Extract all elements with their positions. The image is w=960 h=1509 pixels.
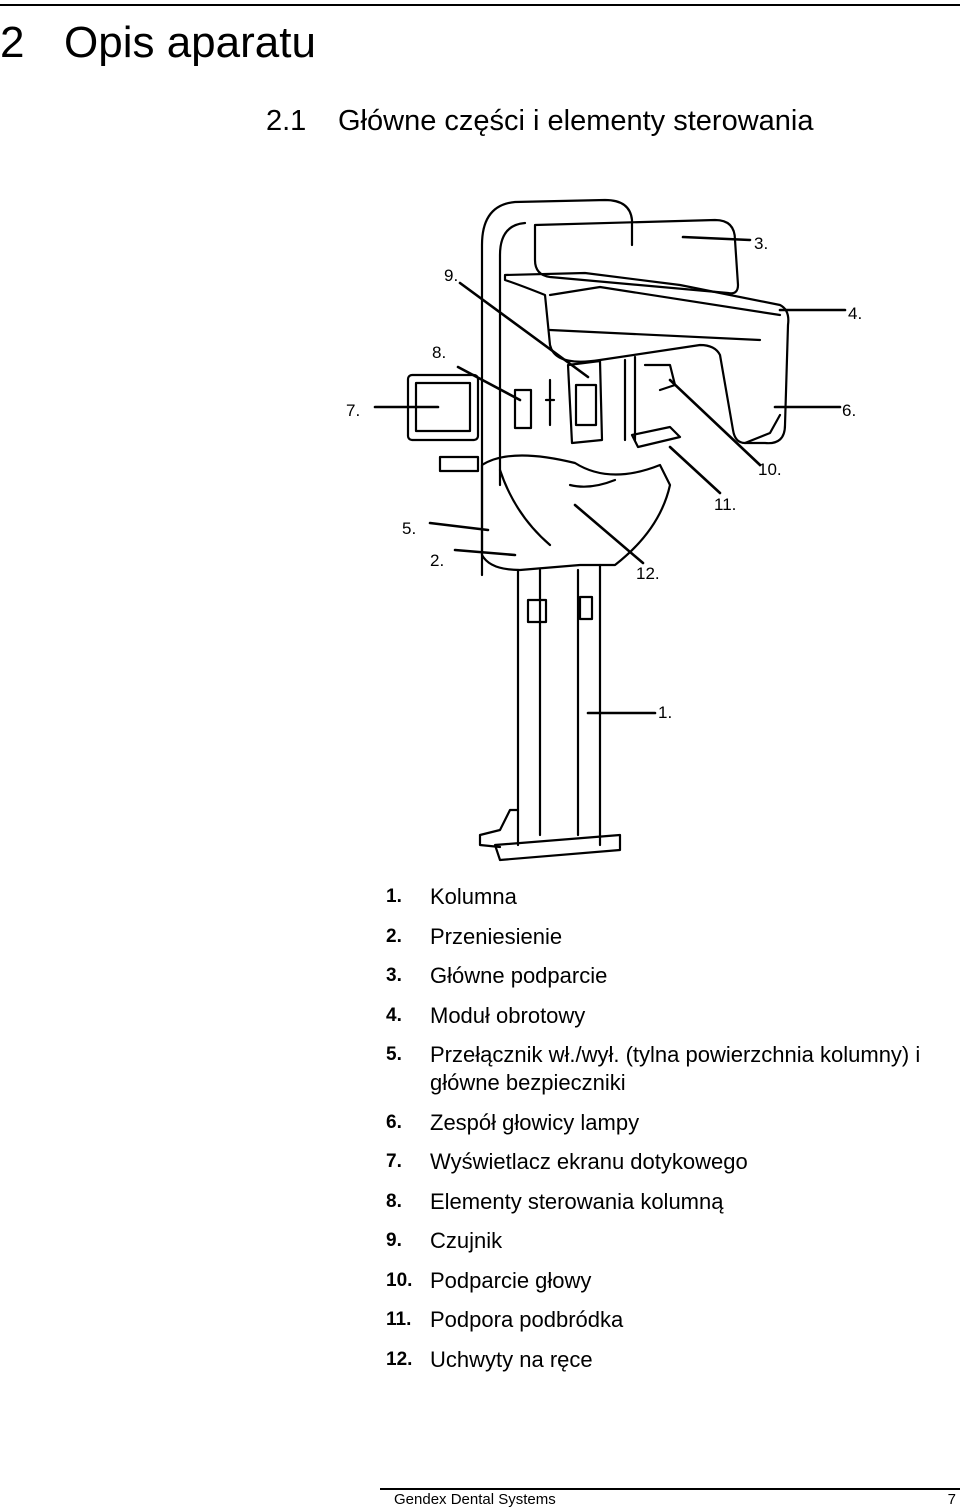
column	[516, 563, 602, 847]
legend-number: 8.	[386, 1190, 402, 1212]
legend-number: 6.	[386, 1111, 402, 1133]
callout-6: 6.	[842, 401, 856, 420]
callout-8: 8.	[432, 343, 446, 362]
legend-text: Czujnik	[430, 1228, 503, 1253]
main-support-top	[533, 218, 740, 295]
page-number: 7	[947, 1491, 956, 1508]
legend-text: Główne podparcie	[430, 963, 608, 988]
rear-housing-inner	[498, 221, 527, 487]
legend-number: 1.	[386, 886, 402, 907]
hand-grips	[568, 478, 617, 488]
callout-1: 1.	[658, 703, 672, 722]
chapter-title: Opis aparatu	[64, 18, 316, 67]
leader-9	[458, 281, 590, 379]
footer-rule	[380, 1488, 960, 1490]
callout-3: 3.	[754, 234, 768, 253]
device-illustration: 1. 2. 3. 4. 5. 6. 7. 8. 9. 10. 11. 12.	[340, 185, 880, 875]
column-control-slider	[544, 378, 556, 427]
leader-2	[453, 548, 517, 557]
legend-text: Uchwyty na ręce	[430, 1346, 593, 1372]
device-drawing: 1. 2. 3. 4. 5. 6. 7. 8. 9. 10. 11. 12.	[346, 198, 862, 862]
chapter-number: 2	[0, 18, 25, 67]
leader-11	[668, 445, 722, 495]
legend-item: 11. Podpora podbródka	[384, 1306, 960, 1334]
callout-9: 9.	[444, 266, 458, 285]
legend-number: 4.	[386, 1004, 402, 1026]
base-plate	[493, 833, 622, 862]
legend-item: 2. Przeniesienie	[384, 923, 960, 951]
rotating-module-edge	[548, 285, 782, 317]
legend-item: 12. Uchwyty na ręce	[384, 1346, 960, 1374]
legend-text: Moduł obrotowy	[430, 1002, 586, 1028]
callout-2: 2.	[430, 551, 444, 570]
callout-4: 4.	[848, 304, 862, 323]
parts-legend: 1. Kolumna 2. Przeniesienie 3. Główne podpa…	[384, 883, 960, 1385]
legend-number: 12.	[386, 1348, 413, 1370]
legend-item: 5. Przełącznik wł./wył. (tylna powierzchn…	[384, 1041, 960, 1097]
legend-item: 1. Kolumna	[384, 883, 960, 911]
legend-number: 10.	[386, 1269, 413, 1291]
legend-number: 11.	[386, 1309, 412, 1330]
rotating-module	[503, 271, 790, 445]
legend-item: 8. Elementy sterowania kolumną	[384, 1188, 960, 1216]
leader-12	[573, 503, 645, 565]
callout-7: 7.	[346, 401, 360, 420]
base-foot	[478, 808, 520, 849]
legend-text: Wyświetlacz ekranu dotykowego	[430, 1149, 748, 1174]
legend-number: 3.	[386, 965, 402, 986]
callout-5: 5.	[402, 519, 416, 538]
footer-company: Gendex Dental Systems	[394, 1491, 556, 1508]
sensor-window	[574, 383, 598, 427]
sensor-panel	[566, 359, 604, 445]
callout-11: 11.	[714, 495, 736, 514]
legend-number: 2.	[386, 925, 402, 947]
head-support-arm	[623, 355, 677, 442]
leader-5	[428, 521, 490, 532]
legend-text: Kolumna	[430, 884, 517, 909]
carriage-edge	[498, 468, 552, 547]
legend-number: 7.	[386, 1151, 402, 1172]
legend-item: 7. Wyświetlacz ekranu dotykowego	[384, 1148, 960, 1176]
legend-number: 9.	[386, 1230, 402, 1251]
section-title: Główne części i elementy sterowania	[338, 105, 814, 137]
tube-head-side	[743, 413, 782, 445]
rotating-module-edge-2	[548, 328, 762, 342]
section-heading: 2.1 Główne części i elementy sterowania	[266, 103, 813, 139]
legend-text: Przełącznik wł./wył. (tylna powierzchnia…	[430, 1042, 921, 1095]
legend-text: Podpora podbródka	[430, 1307, 624, 1332]
legend-text: Podparcie głowy	[430, 1267, 592, 1293]
legend-item: 6. Zespół głowicy lampy	[384, 1109, 960, 1137]
rear-housing	[480, 198, 634, 577]
leader-3	[681, 235, 752, 242]
leader-10	[668, 378, 762, 467]
legend-number: 5.	[386, 1044, 402, 1065]
section-number: 2.1	[266, 105, 307, 137]
legend-item: 4. Moduł obrotowy	[384, 1002, 960, 1030]
legend-item: 3. Główne podparcie	[384, 962, 960, 990]
column-slot-left	[526, 598, 548, 624]
top-rule	[0, 4, 960, 6]
legend-item: 9. Czujnik	[384, 1227, 960, 1255]
callout-10: 10.	[758, 460, 782, 479]
carriage	[480, 454, 672, 572]
legend-text: Zespół głowicy lampy	[430, 1109, 640, 1135]
legend-text: Przeniesienie	[430, 923, 563, 949]
column-controls-keypad	[513, 388, 533, 430]
column-slot-right	[578, 595, 594, 621]
legend-text: Elementy sterowania kolumną	[430, 1188, 724, 1214]
chin-rest-plate	[630, 425, 682, 449]
side-button-panel	[438, 455, 480, 473]
legend-item: 10. Podparcie głowy	[384, 1267, 960, 1295]
chapter-heading: 2 Opis aparatu	[0, 18, 316, 68]
callout-12: 12.	[636, 564, 660, 583]
leader-8	[456, 365, 522, 402]
